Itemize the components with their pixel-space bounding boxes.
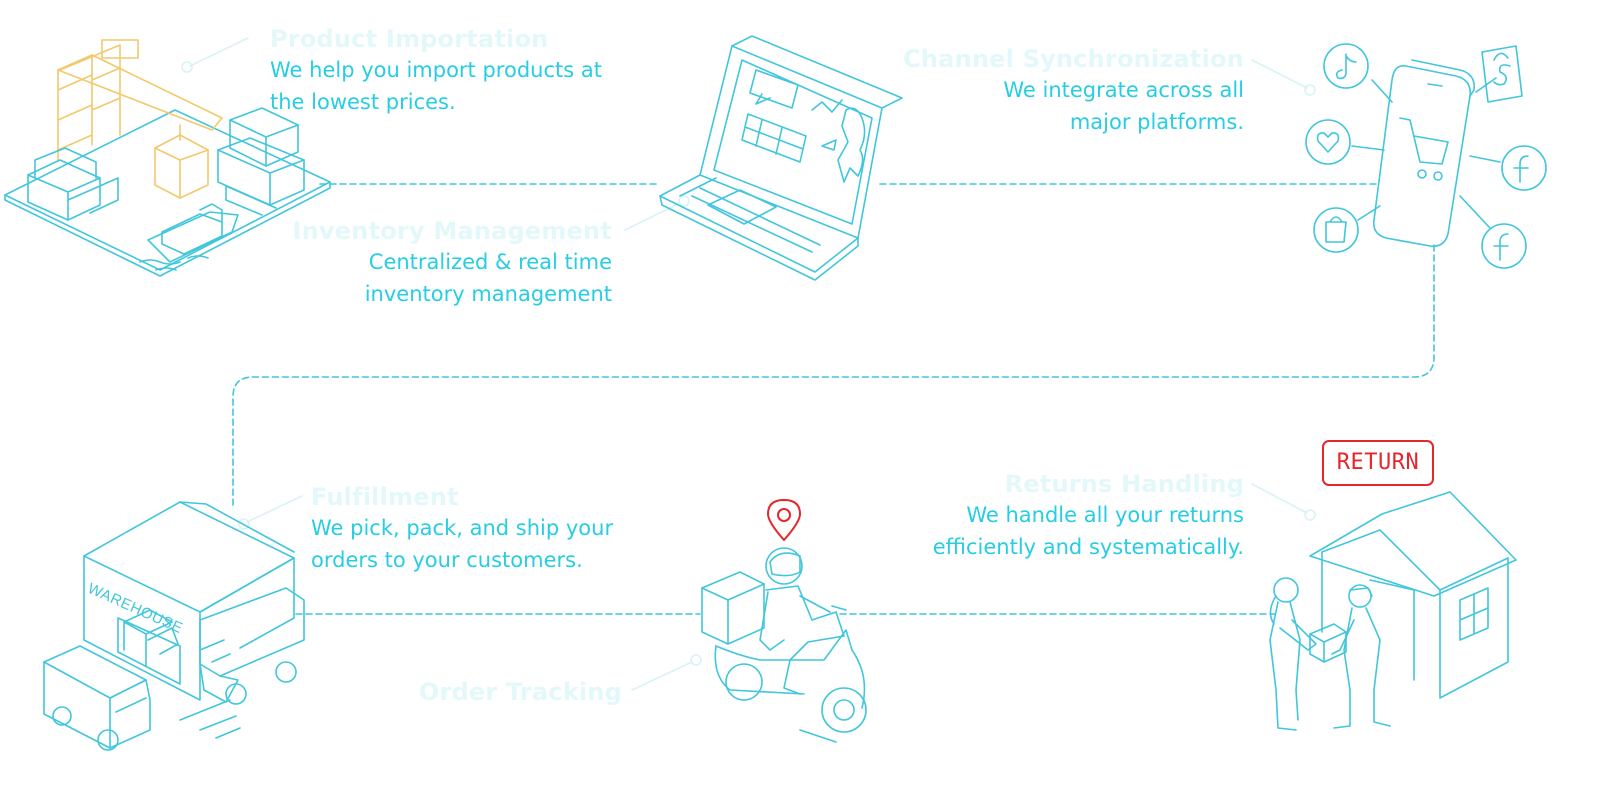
step-title: Channel Synchronization xyxy=(903,45,1244,73)
step-returns-handling: Returns Handling We handle all your retu… xyxy=(880,469,1244,563)
flow-path-connector xyxy=(232,244,1435,506)
laptop-map-icon xyxy=(659,35,903,281)
step-desc-line: orders to your customers. xyxy=(311,548,583,572)
step-title: Fulfillment xyxy=(311,483,459,511)
step-product-importation: Product Importation We help you import p… xyxy=(270,24,602,118)
delivery-scooter-icon xyxy=(701,547,867,743)
step-title: Product Importation xyxy=(270,25,549,53)
step-desc-line: the lowest prices. xyxy=(270,90,456,114)
step-desc-line: We integrate across all xyxy=(1003,78,1244,102)
crane-port-icon xyxy=(4,39,331,277)
step-desc-line: We pick, pack, and ship your xyxy=(311,516,614,540)
step-desc-line: major platforms. xyxy=(1069,110,1244,134)
step-desc-line: Centralized & real time xyxy=(368,250,612,274)
house-handover-icon xyxy=(1269,491,1517,731)
step-desc-line: We help you import products at xyxy=(270,58,602,82)
step-channel-synchronization: Channel Synchronization We integrate acr… xyxy=(880,44,1244,138)
step-title: Inventory Management xyxy=(292,217,612,245)
heart-icon xyxy=(1305,119,1351,165)
step-title: Order Tracking xyxy=(418,678,622,706)
shopee-icon xyxy=(1481,45,1523,103)
tiktok-icon xyxy=(1323,43,1369,89)
return-badge: RETURN xyxy=(1322,440,1434,486)
warehouse-truck-icon xyxy=(43,501,305,751)
callout-pointers xyxy=(181,37,1316,691)
shopify-icon xyxy=(1313,207,1359,253)
step-desc-line: We handle all your returns xyxy=(966,503,1244,527)
facebook-icon xyxy=(1481,223,1527,269)
step-inventory-management: Inventory Management Centralized & real … xyxy=(250,216,612,310)
location-pin-icon xyxy=(767,499,801,541)
phone-cart-icon xyxy=(1305,43,1547,269)
step-title: Returns Handling xyxy=(1004,470,1244,498)
step-desc-line: inventory management xyxy=(364,282,612,306)
facebook-icon xyxy=(1501,145,1547,191)
step-order-tracking: Order Tracking xyxy=(380,677,622,707)
step-desc-line: efficiently and systematically. xyxy=(932,535,1244,559)
step-fulfillment: Fulfillment We pick, pack, and ship your… xyxy=(311,482,613,576)
